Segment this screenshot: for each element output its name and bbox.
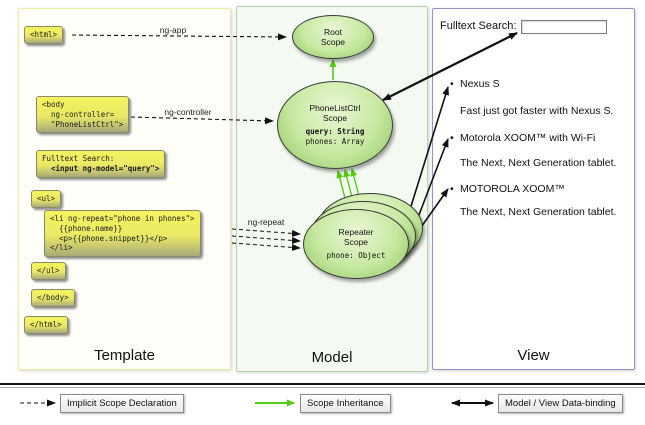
legend-divider	[0, 383, 645, 385]
code-input-line: <input ng-model="query">	[42, 163, 160, 173]
code-fulltext-search: Fulltext Search: <input ng-model="query"…	[36, 150, 166, 178]
code-ul-close: </ul>	[31, 262, 66, 280]
code-li-repeat: <li ng-repeat="phone in phones"> {{phone…	[44, 210, 201, 257]
bullet-icon: •	[450, 78, 454, 90]
code-body-open: <body ng-controller= "PhoneListCtrl">	[36, 96, 130, 134]
legend-divider-shadow	[0, 387, 645, 388]
view-item: • Motorola XOOM™ with Wi-Fi	[450, 132, 595, 144]
fulltext-search-input[interactable]	[521, 20, 607, 34]
code-html-close: </html>	[24, 316, 68, 334]
repeater-scope-title: Repeater Scope	[338, 227, 374, 248]
legend-scope-inheritance: Scope Inheritance	[300, 394, 391, 413]
legend-model-view-binding: Model / View Data-binding	[498, 394, 623, 413]
phonelistctrl-query-prop: query: String	[305, 127, 365, 137]
view-search-label: Fulltext Search:	[440, 20, 517, 32]
bullet-icon: •	[450, 132, 454, 144]
phonelistctrl-scope-title: PhoneListCtrl Scope	[309, 102, 361, 123]
view-item: The Next, Next Generation tablet.	[460, 206, 616, 218]
template-panel-label: Template	[94, 347, 155, 364]
code-body-close: </body>	[31, 289, 75, 307]
view-panel-label: View	[517, 347, 550, 364]
view-item-text: Motorola XOOM™ with Wi-Fi	[460, 132, 596, 144]
repeater-scope-node: Repeater Scope phone: Object	[303, 209, 409, 279]
view-item-text: Nexus S	[460, 78, 500, 90]
code-ul-open: <ul>	[31, 190, 62, 208]
code-html-open: <html>	[24, 26, 64, 44]
root-scope-title: Root Scope	[320, 26, 346, 47]
model-panel: Model	[236, 6, 428, 372]
ng-repeat-label: ng-repeat	[247, 217, 285, 227]
view-item-text: The Next, Next Generation tablet.	[460, 206, 617, 218]
legend-implicit-scope: Implicit Scope Declaration	[60, 394, 184, 413]
repeater-phone-prop: phone: Object	[326, 250, 386, 260]
bullet-icon: •	[450, 183, 454, 195]
phonelistctrl-scope-node: PhoneListCtrl Scope query: String phones…	[277, 81, 393, 169]
ng-app-label: ng-app	[159, 25, 187, 35]
root-scope-node: Root Scope	[292, 15, 374, 59]
template-panel: Template	[18, 8, 231, 370]
phonelistctrl-phones-prop: phones: Array	[305, 137, 365, 147]
view-item-text: Fast just got faster with Nexus S.	[460, 105, 614, 117]
view-item: • Nexus S	[450, 78, 500, 90]
view-item-text: The Next, Next Generation tablet.	[460, 157, 617, 169]
model-panel-label: Model	[311, 349, 353, 366]
view-item: • MOTOROLA XOOM™	[450, 183, 565, 195]
ng-controller-label: ng-controller	[164, 107, 212, 117]
view-item-text: MOTOROLA XOOM™	[460, 183, 565, 195]
code-fulltext-label: Fulltext Search:	[42, 154, 115, 163]
view-item: Fast just got faster with Nexus S.	[460, 105, 613, 117]
view-item: The Next, Next Generation tablet.	[460, 157, 616, 169]
